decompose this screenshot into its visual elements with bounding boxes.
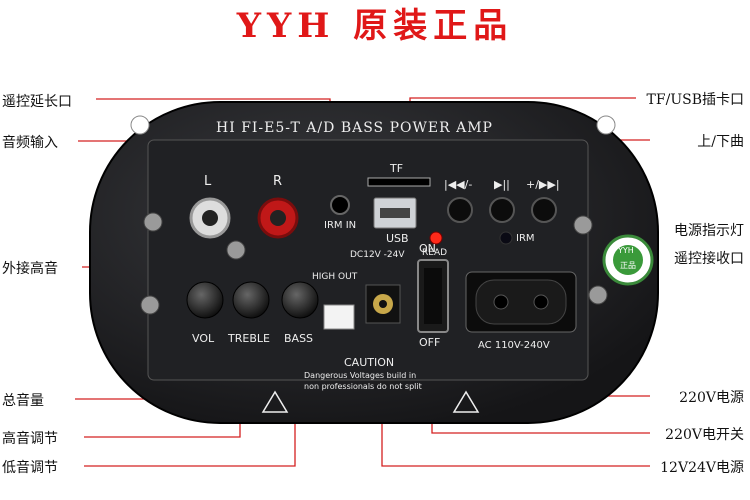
high-out-connector: [323, 304, 355, 330]
sticker-top: YYH: [618, 246, 634, 255]
treble-label: TREBLE: [228, 332, 270, 345]
screw-icon: [573, 215, 593, 235]
irm-label: IRM: [516, 233, 535, 244]
ac-label: AC 110V-240V: [478, 340, 550, 351]
usb-label: USB: [386, 232, 409, 245]
label-ac-power: 220V电源: [679, 390, 744, 406]
label-prev-next: 上/下曲: [697, 134, 744, 150]
screw-icon: [143, 212, 163, 232]
switch-off-label: OFF: [419, 336, 441, 349]
rca-left-label: L: [204, 174, 212, 189]
label-ac-switch: 220V电开关: [665, 427, 744, 443]
model-label: HI FI-E5-T A/D BASS POWER AMP: [216, 120, 493, 136]
label-tweeter-out: 外接高音: [2, 261, 58, 277]
caution-line-1: Dangerous Voltages build in: [304, 371, 417, 380]
tf-label: TF: [390, 162, 404, 175]
label-bass-adjust: 低音调节: [2, 460, 58, 476]
screw-icon: [140, 295, 160, 315]
bass-knob: [281, 281, 319, 319]
vol-knob: [186, 281, 224, 319]
label-remote-extension: 遥控延长口: [2, 94, 72, 110]
mount-hole-right: [596, 115, 616, 135]
mount-hole-left: [130, 115, 150, 135]
prev-button-cap: [447, 197, 473, 223]
power-led: [429, 231, 443, 245]
switch-on-label: ON: [419, 242, 436, 255]
sticker-bottom: 正品: [620, 261, 636, 270]
btn-prev-label: |◀◀/-: [444, 178, 473, 191]
label-master-volume: 总音量: [2, 393, 44, 409]
high-out-label: HIGH OUT: [312, 272, 358, 282]
screw-icon: [588, 285, 608, 305]
vol-label: VOL: [192, 332, 215, 345]
caution-label: CAUTION: [344, 356, 395, 369]
label-ir-receiver: 遥控接收口: [674, 251, 744, 267]
btn-play-label: ▶||: [494, 178, 510, 191]
label-treble-adjust: 高音调节: [2, 431, 58, 447]
treble-knob: [232, 281, 270, 319]
bass-label: BASS: [284, 332, 314, 345]
warning-icon: [261, 390, 289, 413]
page-title: YYH 原装正品: [236, 6, 514, 46]
rca-right-label: R: [273, 174, 283, 189]
warning-icon: [452, 390, 480, 413]
dc-label: DC12V -24V: [350, 250, 405, 260]
dc-jack: [365, 284, 401, 324]
irm-in-label: IRM IN: [324, 220, 357, 231]
tf-slot: [367, 177, 431, 187]
ir-receiver: [499, 231, 513, 245]
amplifier-panel: HI FI-E5-T A/D BASS POWER AMP L R IRM IN…: [88, 100, 660, 425]
next-button-cap: [531, 197, 557, 223]
screw-icon: [226, 240, 246, 260]
btn-next-label: +/▶▶|: [526, 178, 560, 191]
label-tf-usb-slot: TF/USB插卡口: [646, 92, 744, 108]
label-audio-input: 音频输入: [2, 135, 58, 151]
irm-in-jack: [330, 195, 350, 215]
read-label: READ: [422, 248, 448, 258]
caution-line-2: non professionals do not split: [304, 382, 422, 391]
play-button-cap: [489, 197, 515, 223]
label-power-led: 电源指示灯: [674, 223, 744, 239]
label-dc-power: 12V24V电源: [660, 460, 744, 476]
